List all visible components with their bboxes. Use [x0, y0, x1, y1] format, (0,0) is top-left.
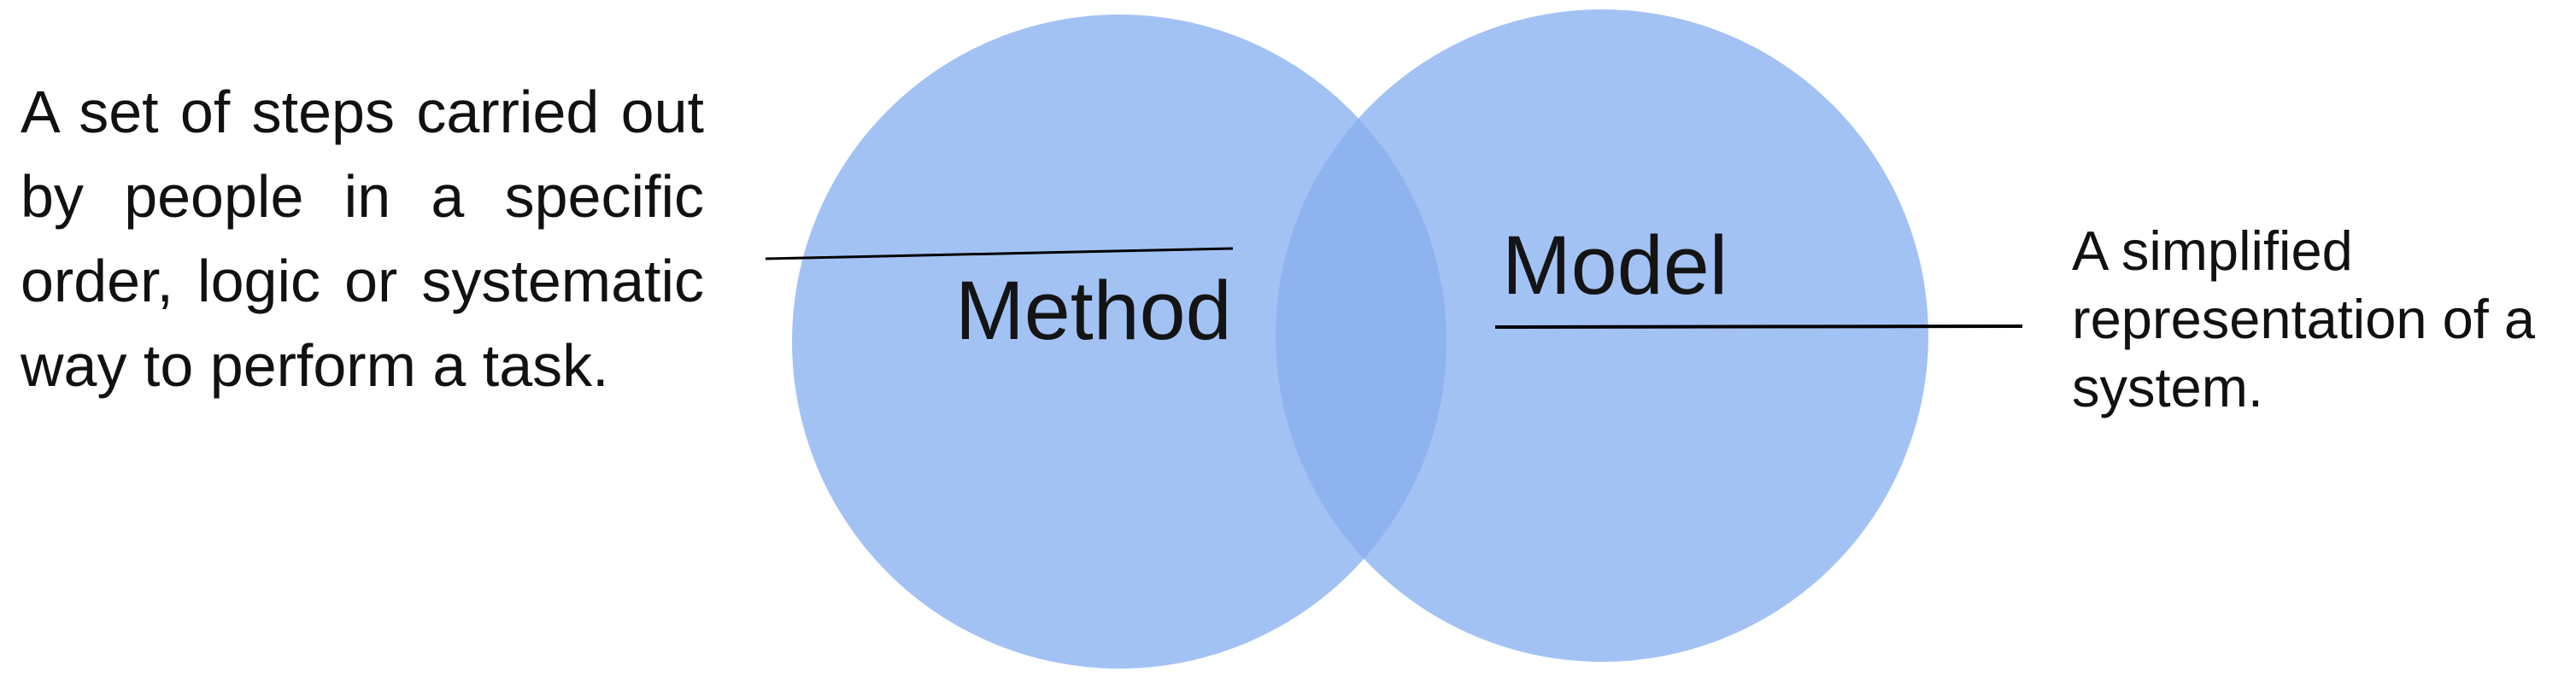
- model-description-line: system.: [2072, 356, 2263, 418]
- model-description: A simplified representation of a system.: [2072, 217, 2576, 422]
- method-description: A set of steps carried out by people in …: [21, 70, 704, 408]
- method-description-line: order, logic or systematic: [21, 248, 704, 314]
- model-label: Model: [1502, 219, 1728, 312]
- model-description-line: representation of a: [2072, 288, 2536, 350]
- method-circle: [792, 15, 1446, 669]
- model-description-line: A simplified: [2072, 219, 2353, 282]
- method-description-line: by people in a specific: [21, 163, 704, 230]
- method-description-line: way to perform a task.: [21, 332, 609, 399]
- method-description-line: A set of steps carried out: [21, 79, 704, 145]
- model-connector-line: [1494, 324, 2023, 329]
- method-label: Method: [955, 264, 1232, 357]
- method-connector-line: [765, 247, 1234, 260]
- model-circle: [1276, 9, 1928, 662]
